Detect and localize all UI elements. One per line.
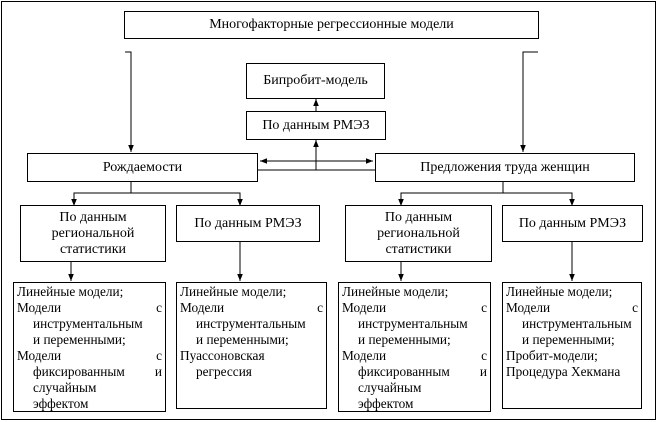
- detail-line: эффектом: [358, 396, 414, 411]
- detail-box-2: Линейные модели; Модели с инструментальн…: [176, 282, 327, 409]
- detail-line: Процедура Хекмана: [506, 364, 621, 379]
- detail-line: Линейные модели;: [180, 284, 287, 299]
- detail-line: инструментальным: [358, 316, 468, 331]
- rmez-center-box: По данным РМЭЗ: [246, 111, 386, 140]
- fertility-label: Рождаемости: [102, 159, 183, 175]
- rmez-label: По данным РМЭЗ: [518, 215, 627, 231]
- regional-line: По данным: [384, 209, 453, 225]
- detail-box-1: Линейные модели; Модели с инструментальн…: [13, 282, 166, 412]
- rmez-box-1: По данным РМЭЗ: [176, 205, 320, 242]
- regional-line: статистики: [59, 241, 127, 257]
- detail-line: Пробит-модели;: [506, 348, 598, 363]
- regional-line: статистики: [385, 241, 452, 257]
- detail-line: инструментальным: [196, 316, 306, 331]
- detail-line: инструментальным: [522, 316, 632, 331]
- fertility-box: Рождаемости: [27, 153, 258, 182]
- rmez-center-label: По данным РМЭЗ: [262, 117, 370, 133]
- regional-line: региональной: [51, 225, 135, 241]
- detail-line: Линейные модели;: [17, 284, 124, 299]
- detail-line: фиксированным и: [33, 364, 162, 379]
- detail-line: и переменными;: [33, 332, 126, 347]
- detail-line: Линейные модели;: [342, 284, 449, 299]
- detail-line: регрессия: [196, 364, 252, 379]
- detail-line: случайным: [358, 380, 422, 395]
- regional-line: По данным: [59, 209, 127, 225]
- regional-box-1: По данным региональной статистики: [20, 205, 166, 262]
- regional-box-2: По данным региональной статистики: [345, 205, 492, 262]
- detail-line: Модели с: [17, 300, 162, 315]
- detail-line: Модели с: [17, 348, 162, 363]
- arrow-merge-to-rmez: [258, 140, 319, 171]
- detail-box-4: Линейные модели; Модели с инструментальн…: [502, 282, 642, 409]
- branch-labor: [400, 192, 573, 204]
- detail-line: Модели с: [506, 300, 638, 315]
- detail-line: Модели с: [342, 348, 487, 363]
- detail-line: фиксированным и: [358, 364, 487, 379]
- biprobit-box: Бипробит-модель: [246, 63, 385, 99]
- labor-box: Предложения труда женщин: [375, 153, 635, 182]
- detail-line: эффектом: [33, 396, 89, 411]
- detail-line: инструментальным: [33, 316, 143, 331]
- detail-line: случайным: [33, 380, 97, 395]
- detail-line: и переменными;: [522, 332, 615, 347]
- top-label: Многофакторные регрессионные модели: [209, 17, 454, 32]
- arrow-top-to-fertility: [125, 51, 134, 152]
- detail-line: Модели с: [342, 300, 487, 315]
- detail-line: и переменными;: [358, 332, 451, 347]
- rmez-box-2: По данным РМЭЗ: [502, 205, 643, 242]
- branch-fertility: [73, 192, 241, 204]
- detail-line: Пуассоновская: [180, 348, 265, 363]
- detail-box-3: Линейные модели; Модели с инструментальн…: [338, 282, 491, 412]
- arrow-top-to-labor: [520, 51, 538, 152]
- biprobit-label: Бипробит-модель: [263, 73, 368, 88]
- detail-line: Линейные модели;: [506, 284, 613, 299]
- detail-line: Модели с: [180, 300, 323, 315]
- top-box: Многофакторные регрессионные модели: [124, 11, 539, 39]
- labor-label: Предложения труда женщин: [420, 159, 590, 175]
- detail-line: и переменными;: [196, 332, 289, 347]
- rmez-label: По данным РМЭЗ: [194, 215, 302, 231]
- regional-line: региональной: [377, 225, 460, 241]
